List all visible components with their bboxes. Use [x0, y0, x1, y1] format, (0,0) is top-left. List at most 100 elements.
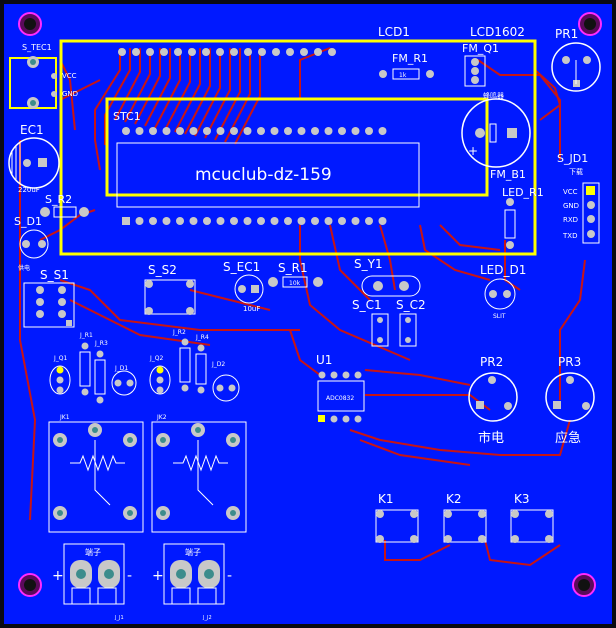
ec1-capacitor — [8, 137, 60, 189]
header-pin — [135, 127, 144, 135]
vcc-label: VCC — [62, 72, 77, 80]
u1-chip — [317, 371, 365, 423]
fm-q1-label: FM_Q1 — [462, 42, 499, 55]
k1-label: K1 — [378, 492, 394, 506]
board-substrate — [4, 4, 612, 624]
s-d1-label: S_D1 — [14, 215, 42, 228]
header-pin — [160, 48, 168, 56]
pr2-note: 市电 — [478, 430, 504, 446]
pr1-label: PR1 — [555, 27, 578, 41]
fm-r1-resistor — [379, 68, 434, 80]
header-pin — [324, 127, 333, 135]
j-q1-transistor — [49, 365, 71, 395]
header-pin — [243, 217, 252, 225]
s-c2-label: S_C2 — [396, 298, 426, 312]
s-ec1-label: S_EC1 — [223, 260, 260, 274]
header-pin — [297, 217, 306, 225]
j-q2-transistor — [149, 365, 171, 395]
stc1-label: STC1 — [113, 110, 141, 123]
pr2-label: PR2 — [480, 355, 503, 369]
lcd1602-label: LCD1602 — [470, 25, 525, 39]
j-r1-label: J_R1 — [79, 332, 93, 339]
s-y1-crystal — [361, 275, 421, 297]
j-j1-minus: - — [127, 568, 132, 584]
header-pin — [257, 217, 265, 225]
s-tec1-label: S_TEC1 — [22, 43, 52, 52]
j-r2-r4-resistors — [179, 338, 207, 394]
header-pin — [216, 127, 225, 135]
header-pin — [146, 48, 154, 56]
header-pin — [257, 127, 265, 135]
header-pin — [216, 48, 224, 56]
header-pin — [351, 127, 360, 135]
fm-b1-label: FM_B1 — [490, 168, 526, 181]
ec1-value: 220uF — [18, 186, 40, 194]
led-d1 — [484, 278, 516, 310]
led-d1-label: LED_D1 — [480, 263, 526, 277]
header-pin — [311, 127, 319, 135]
jk2-label: JK2 — [156, 414, 167, 421]
j-q1-label: J_Q1 — [53, 355, 67, 362]
header-pin — [189, 217, 198, 225]
led-r1-resistor — [504, 198, 516, 249]
mounting-holes — [18, 12, 602, 597]
header-pin — [328, 48, 336, 56]
s-ec1-capacitor — [234, 274, 264, 304]
header-pin — [132, 48, 140, 56]
s-s1-label: S_S1 — [40, 268, 69, 282]
header-pin — [189, 127, 198, 135]
header-pin — [122, 217, 130, 225]
s-s2-button — [144, 279, 196, 315]
led-r1-label: LED_R1 — [502, 186, 544, 199]
s-jd1-label: S_JD1 — [557, 152, 588, 165]
j-r1-r3-resistors — [79, 342, 106, 404]
k1-button — [375, 509, 419, 543]
fm-q1-transistor — [464, 55, 486, 87]
s-c1-c2-caps — [371, 313, 417, 347]
header-pin — [203, 127, 211, 135]
gnd-label: GND — [62, 90, 78, 98]
s-s1-switch — [23, 282, 75, 328]
header-pin — [244, 48, 252, 56]
header-pin — [230, 217, 238, 225]
s-r1-label: S_R1 — [278, 261, 308, 275]
s-r1-resistor — [268, 276, 323, 288]
u1-part: ADC0832 — [326, 395, 354, 402]
s-c1-label: S_C1 — [352, 298, 382, 312]
j-d1-label: J_D1 — [114, 365, 128, 372]
header-pin — [351, 217, 360, 225]
j-j2-terminal — [163, 543, 225, 605]
header-pin — [284, 217, 292, 225]
lcd1-label: LCD1 — [378, 25, 410, 39]
stc1-outline — [105, 97, 489, 197]
s-d1-led — [19, 229, 49, 259]
header-pin — [203, 217, 211, 225]
j-j1-terminal — [63, 543, 125, 605]
header-pin — [176, 127, 184, 135]
header-pin — [162, 217, 171, 225]
header-pin — [286, 48, 294, 56]
s-r1-value: 10k — [289, 280, 301, 287]
header-pin — [338, 217, 346, 225]
header-pin — [365, 217, 373, 225]
jk2-relay — [151, 421, 247, 533]
stc1-pins — [122, 127, 387, 225]
j-d1-led — [111, 370, 137, 396]
u1-label: U1 — [316, 353, 332, 367]
header-pin — [243, 127, 252, 135]
lcd1-pins — [118, 48, 336, 56]
stc1-socket — [116, 142, 420, 208]
s-d1-note: 供电 — [18, 264, 30, 272]
k3-label: K3 — [514, 492, 530, 506]
jk1-relay — [48, 421, 144, 533]
header-pin — [270, 127, 279, 135]
header-pin — [378, 127, 387, 135]
j-d2-led — [212, 374, 240, 402]
s-ec1-value: 10uF — [243, 305, 260, 313]
j-d2-label: J_D2 — [211, 361, 225, 368]
jk1-label: JK1 — [59, 414, 70, 421]
header-pin — [297, 127, 306, 135]
lcd1602-outline — [59, 39, 537, 256]
